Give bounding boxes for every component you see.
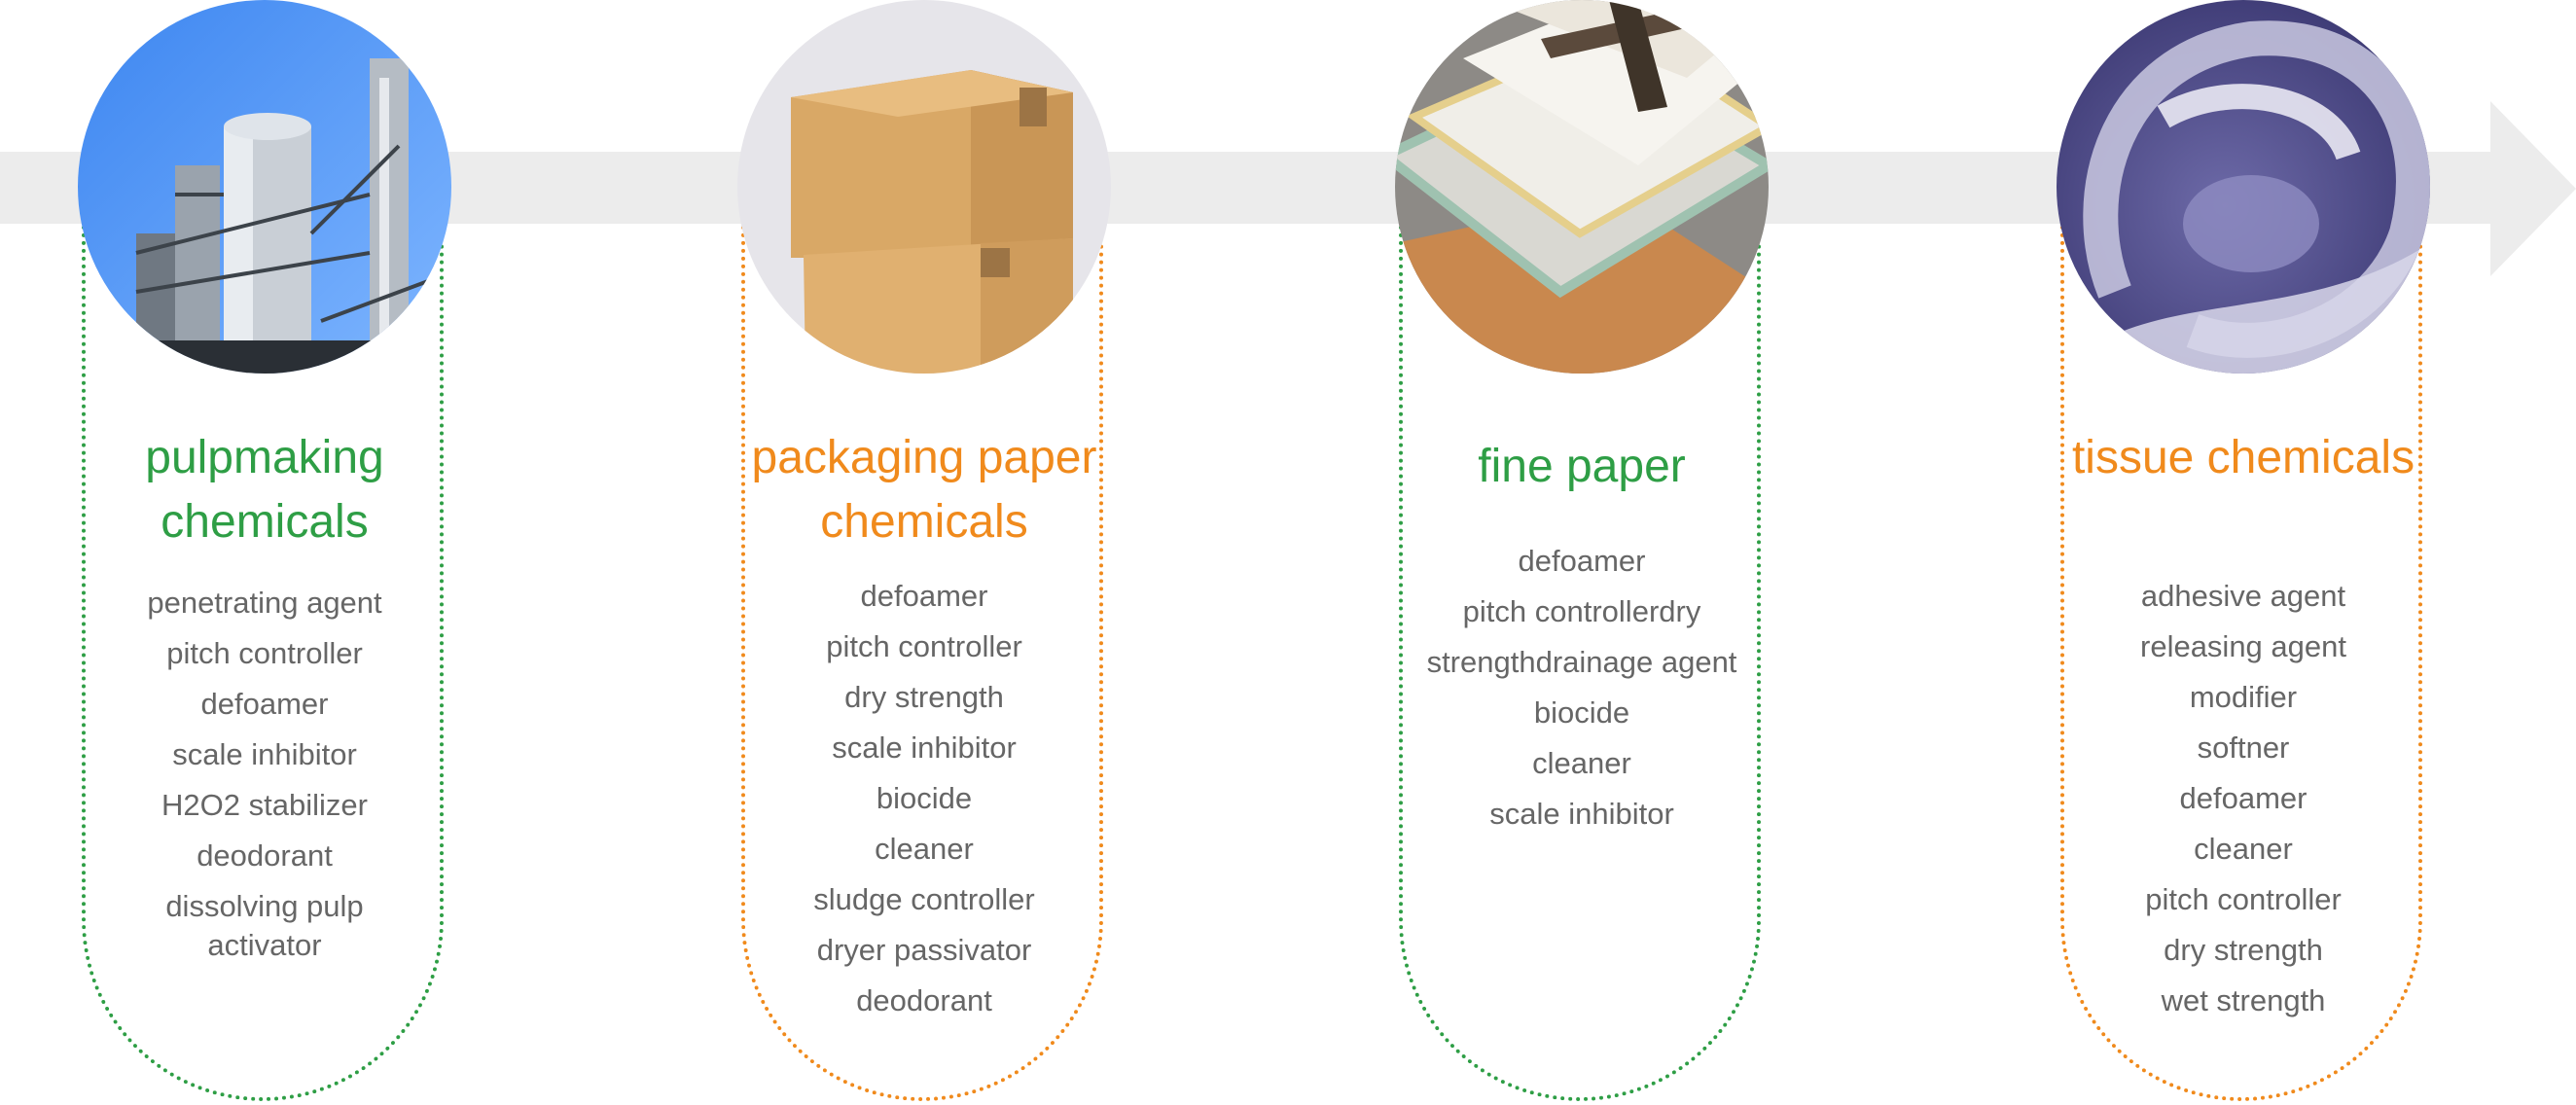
list-item: wet strength	[2161, 983, 2326, 1017]
list-item: scale inhibitor	[172, 737, 357, 771]
card-title: packaging paper chemicals	[751, 432, 1097, 548]
flow-arrow-head	[2490, 101, 2576, 276]
paper-stack-photo	[1395, 0, 1769, 374]
list-item: releasing agent	[2140, 629, 2346, 663]
list-item: strengthdrainage agent	[1426, 645, 1737, 679]
item-list: penetrating agent pitch controller defoa…	[49, 584, 481, 977]
list-item: penetrating agent	[147, 586, 382, 620]
card-title: tissue chemicals	[2071, 432, 2415, 483]
list-item: dry strength	[2164, 933, 2323, 967]
card-title: pulpmaking chemicals	[145, 432, 384, 548]
list-item: scale inhibitor	[832, 731, 1017, 765]
list-item: cleaner	[2194, 832, 2293, 866]
list-item: pitch controller	[2145, 882, 2342, 916]
cardboard-boxes-photo	[737, 0, 1111, 374]
card-pulpmaking: pulpmaking chemicals penetrating agent p…	[78, 0, 451, 1105]
card-packaging-paper: packaging paper chemicals defoamer pitch…	[737, 0, 1111, 1105]
chemical-plant-photo	[78, 0, 451, 374]
list-item: pitch controllerdry	[1462, 594, 1701, 628]
list-item: pitch controller	[166, 636, 363, 670]
list-item: dryer passivator	[816, 933, 1032, 967]
item-list: defoamer pitch controllerdry strengthdra…	[1366, 542, 1798, 845]
list-item: dry strength	[844, 680, 1004, 714]
card-outline	[2060, 185, 2422, 1101]
card-title: fine paper	[1478, 441, 1686, 492]
list-item: H2O2 stabilizer	[161, 788, 368, 822]
list-item: cleaner	[1532, 746, 1631, 780]
list-item: softner	[2197, 731, 2290, 765]
list-item: defoamer	[860, 579, 988, 613]
tissue-roll-photo	[2057, 0, 2430, 374]
list-item: defoamer	[2179, 781, 2308, 815]
list-item: defoamer	[200, 687, 329, 721]
list-item: scale inhibitor	[1489, 797, 1674, 831]
list-item: biocide	[876, 781, 973, 815]
card-tissue: tissue chemicals adhesive agent releasin…	[2057, 0, 2430, 1105]
card-outline	[82, 185, 444, 1101]
list-item: biocide	[1533, 695, 1630, 730]
item-list: defoamer pitch controller dry strength s…	[708, 577, 1140, 1032]
card-outline	[1399, 185, 1761, 1101]
list-item: defoamer	[1518, 544, 1646, 578]
card-outline	[741, 185, 1103, 1101]
list-item: adhesive agent	[2140, 579, 2346, 613]
list-item: sludge controller	[813, 882, 1035, 916]
list-item: modifier	[2189, 680, 2298, 714]
list-item: cleaner	[875, 832, 974, 866]
list-item: dissolving pulp activator	[165, 889, 364, 962]
list-item: pitch controller	[826, 629, 1022, 663]
card-fine-paper: fine paper defoamer pitch controllerdry …	[1395, 0, 1769, 1105]
list-item: deodorant	[856, 983, 992, 1017]
item-list: adhesive agent releasing agent modifier …	[2027, 577, 2459, 1032]
list-item: deodorant	[197, 838, 333, 873]
